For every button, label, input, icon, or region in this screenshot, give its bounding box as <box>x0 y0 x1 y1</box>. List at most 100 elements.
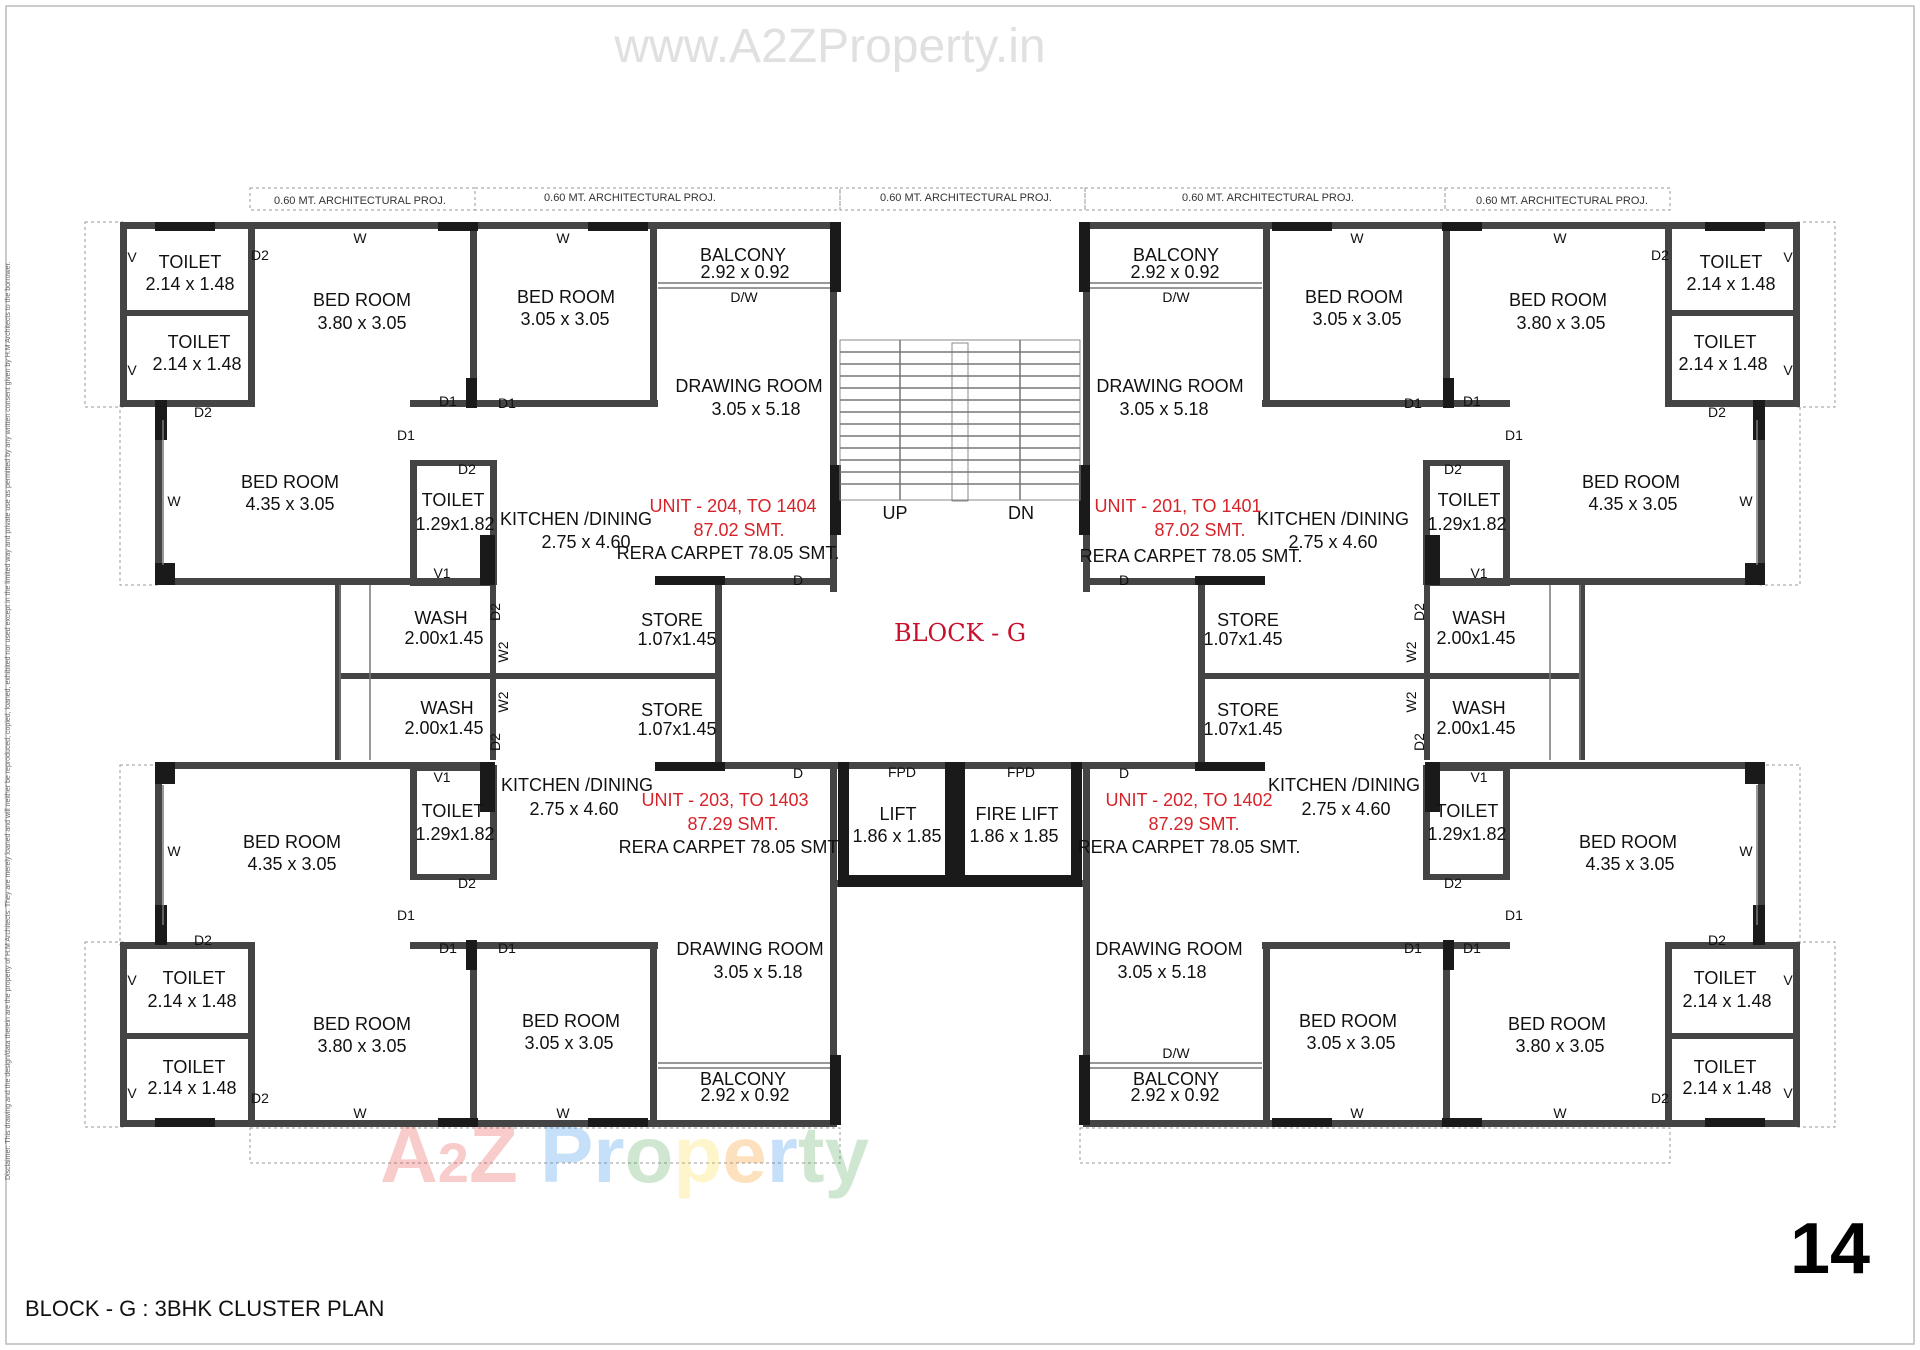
unit-204-labels: TOILET 2.14 x 1.48 TOILET 2.14 x 1.48 BE… <box>127 230 839 663</box>
walls <box>120 222 1800 1127</box>
unit-202-line3: RERA CARPET 78.05 SMT. <box>1078 837 1301 857</box>
store-size: 1.07x1.45 <box>1203 629 1282 649</box>
unit-201-labels: TOILET 2.14 x 1.48 TOILET 2.14 x 1.48 BE… <box>1080 230 1794 663</box>
staircase: UP DN <box>839 339 1081 523</box>
kitchen-size: 2.75 x 4.60 <box>1288 532 1377 552</box>
mark-v: V <box>1783 249 1793 265</box>
mark-w: W <box>1350 230 1364 246</box>
bedroom-1-name: BED ROOM <box>313 1014 411 1034</box>
toilet-3-name: TOILET <box>422 490 485 510</box>
unit-203-line1: UNIT - 203, TO 1403 <box>641 790 808 810</box>
mark-d1: D1 <box>397 907 415 923</box>
mark-d1: D1 <box>498 395 516 411</box>
store-size: 1.07x1.45 <box>1203 719 1282 739</box>
mark-v: V <box>1783 1085 1793 1101</box>
bedroom-2-size: 3.05 x 3.05 <box>1312 309 1401 329</box>
toilet-2-name: TOILET <box>163 1057 226 1077</box>
bedroom-3-name: BED ROOM <box>243 832 341 852</box>
stair-down-label: DN <box>1008 503 1034 523</box>
fire-lift-size: 1.86 x 1.85 <box>969 826 1058 846</box>
mark-w: W <box>1553 230 1567 246</box>
kitchen-size: 2.75 x 4.60 <box>541 532 630 552</box>
toilet-1-size: 2.14 x 1.48 <box>147 991 236 1011</box>
kitchen-name: KITCHEN /DINING <box>500 509 652 529</box>
toilet-1-name: TOILET <box>1700 252 1763 272</box>
toilet-2-name: TOILET <box>1694 1057 1757 1077</box>
toilet-1-name: TOILET <box>159 252 222 272</box>
store-name: STORE <box>641 700 703 720</box>
wm-a: A <box>380 1110 438 1199</box>
bedroom-1-name: BED ROOM <box>1509 290 1607 310</box>
mark-w: W <box>1739 493 1753 509</box>
wm-y: y <box>825 1110 870 1199</box>
toilet-2-size: 2.14 x 1.48 <box>1678 354 1767 374</box>
mark-d1: D1 <box>498 940 516 956</box>
mark-w: W <box>353 230 367 246</box>
toilet-2-name: TOILET <box>1694 332 1757 352</box>
architectural-projections: 0.60 MT. ARCHITECTURAL PROJ. 0.60 MT. AR… <box>84 187 1836 1164</box>
drawing-room-name: DRAWING ROOM <box>675 376 822 396</box>
wm-z: Z <box>469 1110 540 1199</box>
mark-d1: D1 <box>1463 940 1481 956</box>
bedroom-3-name: BED ROOM <box>241 472 339 492</box>
wash-name: WASH <box>1452 698 1505 718</box>
watermark-bottom: A2Z Property <box>380 1110 870 1199</box>
mark-v: V <box>127 362 137 378</box>
mark-d2: D2 <box>1708 404 1726 420</box>
mark-d: D <box>793 765 803 781</box>
toilet-1-size: 2.14 x 1.48 <box>1686 274 1775 294</box>
bedroom-2-name: BED ROOM <box>517 287 615 307</box>
core-labels: BLOCK - G FPD FPD LIFT 1.86 x 1.85 FIRE … <box>852 619 1058 846</box>
mark-w: W <box>556 230 570 246</box>
mark-d: D <box>1119 765 1129 781</box>
wash-size: 2.00x1.45 <box>1436 718 1515 738</box>
proj-label-5: 0.60 MT. ARCHITECTURAL PROJ. <box>1476 195 1648 207</box>
toilet-2-size: 2.14 x 1.48 <box>147 1078 236 1098</box>
balcony-name: BALCONY <box>700 1069 786 1089</box>
toilet-3-size: 1.29x1.82 <box>1427 514 1506 534</box>
unit-204-line1: UNIT - 204, TO 1404 <box>649 496 816 516</box>
rails-and-windows <box>162 282 1758 1069</box>
bedroom-2-name: BED ROOM <box>1305 287 1403 307</box>
kitchen-size: 2.75 x 4.60 <box>529 799 618 819</box>
mark-v1: V1 <box>1470 565 1487 581</box>
proj-label-4: 0.60 MT. ARCHITECTURAL PROJ. <box>1182 192 1354 204</box>
toilet-1-size: 2.14 x 1.48 <box>145 274 234 294</box>
drawing-room-name: DRAWING ROOM <box>676 939 823 959</box>
plan-caption: BLOCK - G : 3BHK CLUSTER PLAN <box>25 1296 385 1321</box>
dw-mark: D/W <box>730 289 758 305</box>
drawing-room-name: DRAWING ROOM <box>1096 376 1243 396</box>
bedroom-2-name: BED ROOM <box>1299 1011 1397 1031</box>
balcony-size: 2.92 x 0.92 <box>700 262 789 282</box>
store-size: 1.07x1.45 <box>637 719 716 739</box>
balcony-name: BALCONY <box>1133 245 1219 265</box>
mark-v1: V1 <box>1470 769 1487 785</box>
drawing-room-size: 3.05 x 5.18 <box>713 962 802 982</box>
wm-t: t <box>798 1110 825 1199</box>
toilet-2-size: 2.14 x 1.48 <box>152 354 241 374</box>
toilet-2-name: TOILET <box>168 332 231 352</box>
bedroom-2-size: 3.05 x 3.05 <box>1306 1033 1395 1053</box>
store-name: STORE <box>1217 700 1279 720</box>
wash-size: 2.00x1.45 <box>1436 628 1515 648</box>
mark-w: W <box>353 1105 367 1121</box>
wash-name: WASH <box>414 608 467 628</box>
drawing-room-size: 3.05 x 5.18 <box>1119 399 1208 419</box>
drawing-room-size: 3.05 x 5.18 <box>1117 962 1206 982</box>
unit-201-line3: RERA CARPET 78.05 SMT. <box>1080 546 1303 566</box>
proj-label-2: 0.60 MT. ARCHITECTURAL PROJ. <box>544 192 716 204</box>
page-number: 14 <box>1789 1209 1871 1289</box>
bedroom-2-size: 3.05 x 3.05 <box>524 1033 613 1053</box>
mark-w: W <box>1350 1105 1364 1121</box>
mark-w2: W2 <box>495 691 511 712</box>
mark-w: W <box>1553 1105 1567 1121</box>
store-size: 1.07x1.45 <box>637 629 716 649</box>
mark-w: W <box>167 843 181 859</box>
wm-2: 2 <box>438 1131 469 1194</box>
mark-d1: D1 <box>397 427 415 443</box>
unit-201-line1: UNIT - 201, TO 1401 <box>1094 496 1261 516</box>
toilet-3-size: 1.29x1.82 <box>415 514 494 534</box>
mark-d1: D1 <box>1505 427 1523 443</box>
balcony-size: 2.92 x 0.92 <box>1130 262 1219 282</box>
